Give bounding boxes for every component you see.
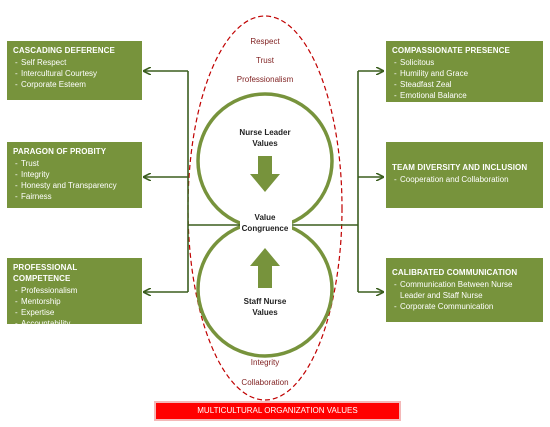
list-item: -Communication Between Nurse Leader and … <box>394 280 513 300</box>
box-compassionate-presence: COMPASSIONATE PRESENCE -Solicitous -Humi… <box>386 41 543 102</box>
box-title: PARAGON OF PROBITY <box>13 147 107 156</box>
list-item: -Fairness <box>15 192 52 201</box>
list-item: -Corporate Esteem <box>15 80 86 89</box>
up-arrow <box>250 248 280 288</box>
list-item: -Corporate Communication <box>394 302 494 311</box>
list-item: -Cooperation and Collaboration <box>394 175 509 184</box>
list-item: -Mentorship <box>15 297 61 306</box>
oval-label-trust: Trust <box>256 56 274 65</box>
list-item: -Accountability <box>15 319 71 328</box>
oval-label-respect: Respect <box>250 37 280 46</box>
box-title: CASCADING DEFERENCE <box>13 46 115 55</box>
staff-nurse-circle <box>196 220 334 358</box>
box-title: COMPASSIONATE PRESENCE <box>392 46 510 55</box>
value-congruence-label: Value Congruence <box>241 213 289 233</box>
oval-label-collaboration: Collaboration <box>241 378 289 387</box>
list-item: -Steadfast Zeal <box>394 80 452 89</box>
box-title: PROFESSIONAL COMPETENCE <box>13 263 78 283</box>
list-item: -Integrity <box>15 170 50 179</box>
values-oval <box>187 15 343 401</box>
box-title: CALIBRATED COMMUNICATION <box>392 268 518 277</box>
box-title: TEAM DIVERSITY AND INCLUSION <box>392 163 528 172</box>
list-item: -Intercultural Courtesy <box>15 69 98 78</box>
list-item: -Solicitous <box>394 58 435 67</box>
box-paragon-of-probity: PARAGON OF PROBITY -Trust -Integrity -Ho… <box>7 142 142 208</box>
box-calibrated-communication: CALIBRATED COMMUNICATION -Communication … <box>386 258 543 322</box>
list-item: -Emotional Balance <box>394 91 467 100</box>
list-item: -Humility and Grace <box>394 69 469 78</box>
list-item: -Self Respect <box>15 58 67 67</box>
box-team-diversity-and-inclusion: TEAM DIVERSITY AND INCLUSION -Cooperatio… <box>386 142 543 208</box>
list-item: -Professionalism <box>15 286 78 295</box>
oval-label-professionalism: Professionalism <box>236 75 294 84</box>
staff-nurse-values-label: Staff Nurse Values <box>243 297 287 317</box>
oval-label-integrity: Integrity <box>250 358 280 367</box>
down-arrow <box>250 156 280 192</box>
box-professional-competence: PROFESSIONAL COMPETENCE -Professionalism… <box>7 258 142 328</box>
box-cascading-deference: CASCADING DEFERENCE -Self Respect -Inter… <box>7 41 142 100</box>
center-label-backing <box>240 209 292 235</box>
list-item: -Trust <box>15 159 39 168</box>
list-item: -Honesty and Transparency <box>15 181 117 190</box>
nurse-leader-values-label: Nurse Leader Values <box>239 128 291 148</box>
list-item: -Expertise <box>15 308 55 317</box>
multicultural-values-banner: MULTICULTURAL ORGANIZATION VALUES <box>156 403 399 419</box>
